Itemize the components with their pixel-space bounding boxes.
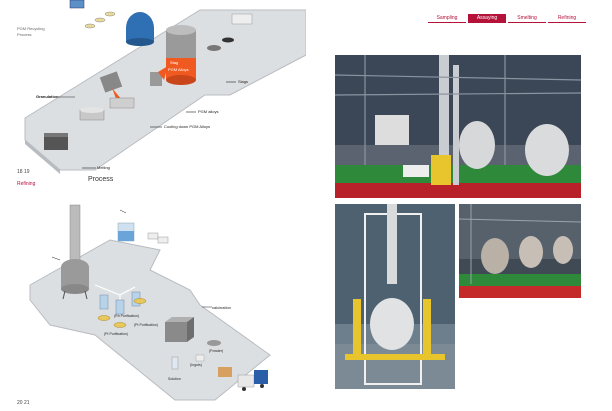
label-rh-purification: (Rh Purification) [114,314,140,318]
cooling-cart [44,136,68,150]
smelting-process-diagram: Stag PGM Alloys [24,0,306,174]
solution-bottle [171,356,179,370]
blue-mixer [126,12,154,46]
left-page: PGM Recycling Process Stag PGM Alloys [17,0,306,406]
label-solution: Solution [168,377,181,381]
tab-sampling[interactable]: Sampling [428,14,466,23]
label-cooling: Cooling down PGM Alloys [164,124,211,129]
right-drums [207,13,253,51]
reactor-column [61,204,89,300]
label-ingots: (Ingots) [190,363,202,367]
granulation-tank [79,107,105,121]
tab-refining[interactable]: Refining [548,14,586,23]
label-melting: Melting [97,165,110,170]
refinery-photo-column [335,204,455,389]
header-line-2: Process [17,32,32,37]
section-label: Refining [17,181,36,187]
label-pt-purification: (Pt Purification) [134,323,158,327]
label-granulation: Granulation [36,94,59,99]
right-page: Sampling Assaying Smelting Refining [306,0,612,411]
tab-smelting[interactable]: Smelting [508,14,546,23]
label-pgm-alloys: PGM alloys [198,109,219,114]
refinery-photo-tanks [459,204,581,298]
process-title: Process [88,176,114,183]
refining-process-diagram [29,204,271,401]
delivery-truck [237,370,268,391]
sample-trays [84,11,116,29]
smelting-kiln [166,25,196,85]
label-slags: Slags [238,79,249,84]
powder-pile [207,340,221,346]
page-number-bottom: 20 21 [17,400,30,406]
product-dishes [97,298,147,328]
dissolution-beaker [117,222,135,242]
calcination-furnace [165,317,194,342]
kiln-label-1: Stag [170,60,178,65]
tab-assaying[interactable]: Assaying [468,14,506,23]
label-calcination: calcination [212,305,231,310]
shipping-boxes [218,367,232,377]
page-number-top: 18 19 [17,169,30,175]
section-tabs: Sampling Assaying Smelting Refining [428,14,586,23]
ingot-tray [195,354,205,362]
refinery-photo-main [335,55,581,198]
label-pd-purification: (Pt Purification) [104,332,128,336]
kiln-label-2: PGM Alloys [168,67,189,72]
label-powder: (Powder) [209,349,224,353]
casting-mold [109,97,135,109]
bottom-floor-surface [29,239,271,401]
powder-containers [147,232,169,244]
header-line-1: PGM Recycling [17,26,45,31]
